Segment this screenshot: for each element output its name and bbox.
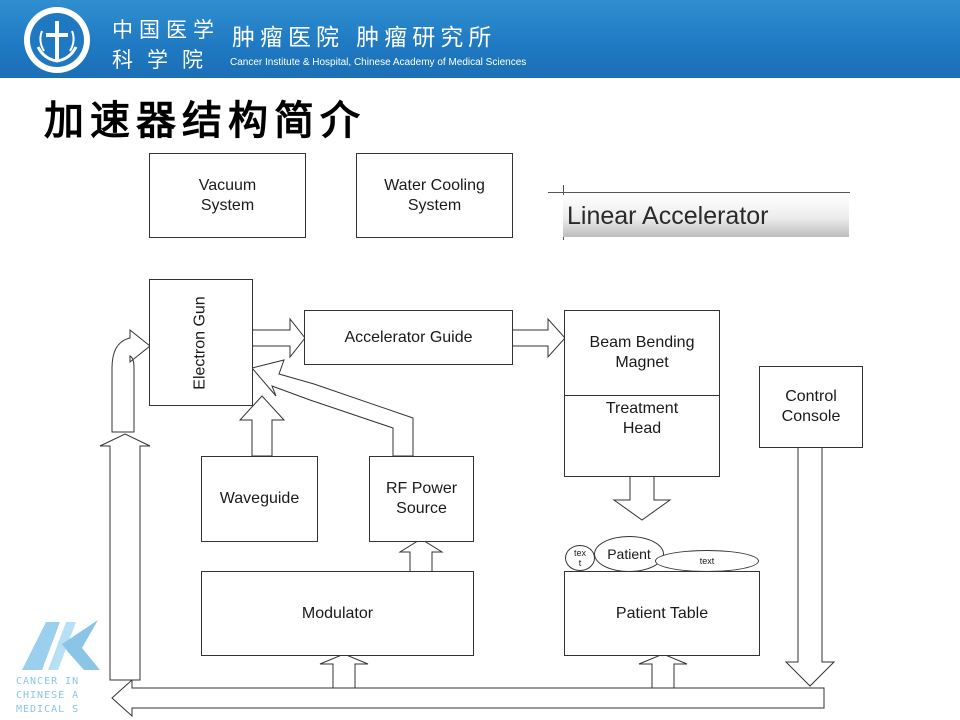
accelerator-guide-box: Accelerator Guide: [304, 310, 513, 365]
accelerator-guide-label: Accelerator Guide: [344, 328, 473, 346]
control-console-box: Control Console: [759, 366, 863, 448]
watermark-text-line3: MEDICAL S: [16, 704, 80, 715]
slide-title: 加速器结构简介: [44, 97, 366, 144]
watermark-text-line1: CANCER IN: [16, 676, 80, 687]
electron-gun-label: Electron Gun: [191, 295, 209, 390]
watermark-text-line2: CHINESE A: [16, 690, 80, 701]
text-ellipse-wide-label: text: [699, 556, 715, 566]
arrow-bottom-bus: [111, 678, 825, 718]
arrow-bus-to-modulator: [319, 653, 369, 689]
arrow-gun-to-guide: [251, 317, 306, 359]
modulator-box: Modulator: [201, 571, 474, 656]
beam-bending-magnet-label: Beam Bending Magnet: [589, 334, 695, 371]
arrow-bus-to-table: [638, 653, 688, 689]
arrow-modulator-to-rf: [398, 538, 444, 573]
text-ellipse-small-label: tex t: [573, 548, 586, 568]
arrow-guide-to-magnet: [511, 317, 566, 359]
org-name-line1: 中国医学: [112, 18, 220, 42]
institute-logo-icon: [24, 7, 90, 73]
header-banner: 中国医学 科学院 肿瘤医院 肿瘤研究所 Cancer Institute & H…: [0, 0, 960, 78]
vacuum-system-label: Vacuum System: [198, 176, 257, 214]
electron-gun-box: Electron Gun: [149, 279, 253, 406]
patient-ellipse: Patient: [594, 536, 664, 572]
waveguide-box: Waveguide: [201, 456, 318, 542]
water-cooling-box: Water Cooling System: [356, 153, 513, 238]
arrow-riser-to-gun: [111, 328, 151, 433]
waveguide-label: Waveguide: [219, 490, 300, 507]
text-ellipse-wide: text: [655, 550, 759, 572]
arrow-head-to-patient: [612, 475, 672, 521]
water-cooling-label: Water Cooling System: [384, 176, 485, 214]
arrow-console-to-bus: [784, 446, 836, 687]
text-ellipse-small: tex t: [565, 545, 595, 571]
beam-bending-magnet-box: Beam Bending Magnet: [564, 310, 720, 396]
modulator-label: Modulator: [301, 604, 374, 622]
arrow-rf-to-gun: [251, 359, 414, 457]
hospital-name-cn: 肿瘤医院 肿瘤研究所: [232, 25, 497, 51]
treatment-head-label: Treatment Head: [605, 400, 679, 437]
legend-rule-horizontal: [548, 192, 850, 193]
watermark-logo-icon: [22, 620, 100, 670]
patient-table-label: Patient Table: [615, 604, 709, 622]
control-console-label: Control Console: [781, 388, 841, 425]
hospital-name-en: Cancer Institute & Hospital, Chinese Aca…: [230, 57, 527, 68]
rf-power-source-box: RF Power Source: [369, 456, 474, 542]
org-name-line2: 科学院: [112, 48, 217, 72]
arrow-left-riser: [99, 433, 151, 681]
vacuum-system-box: Vacuum System: [149, 153, 306, 238]
linear-accelerator-label: Linear Accelerator: [563, 195, 849, 237]
treatment-head-box: Treatment Head: [564, 395, 720, 477]
patient-table-box: Patient Table: [564, 571, 760, 656]
arrow-waveguide-to-gun: [238, 395, 286, 457]
rf-power-source-label: RF Power Source: [385, 480, 458, 517]
patient-ellipse-label: Patient: [607, 546, 651, 562]
